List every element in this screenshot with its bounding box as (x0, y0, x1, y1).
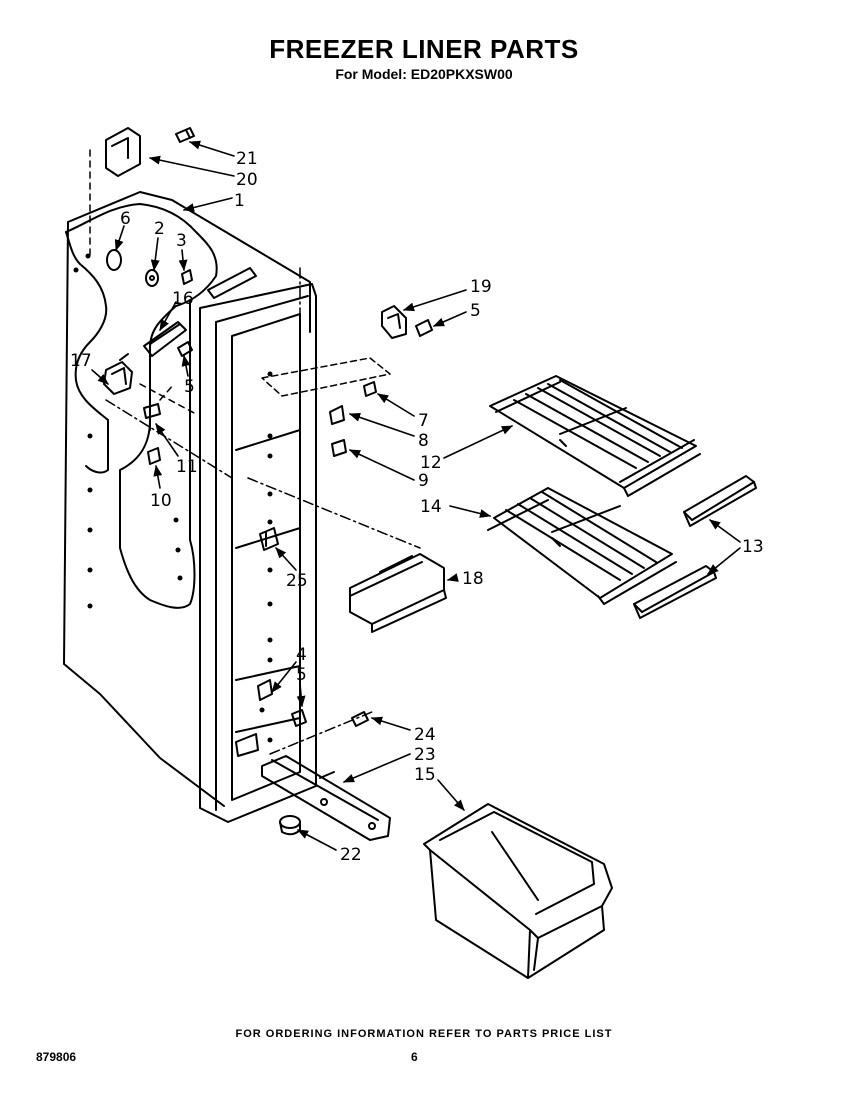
callout-3: 3 (176, 231, 187, 251)
callout-7: 7 (418, 411, 429, 431)
ordering-note: FOR ORDERING INFORMATION REFER TO PARTS … (235, 1028, 613, 1040)
callout-13: 13 (742, 537, 764, 557)
bumper-22 (279, 815, 301, 836)
screw-5-left (177, 341, 193, 357)
wire-shelf-14 (487, 487, 677, 605)
callout-1: 1 (234, 191, 245, 211)
clip-9 (331, 439, 347, 457)
bracket-19 (381, 305, 407, 339)
page-title: FREEZER LINER PARTS (269, 34, 579, 64)
clip-10 (147, 447, 161, 465)
shelf-rail-13-upper (683, 475, 757, 527)
callout-24: 24 (414, 725, 436, 745)
clip-3 (181, 269, 193, 285)
callout-21: 21 (236, 149, 258, 169)
screw-5-top (415, 319, 433, 337)
support-plate (261, 357, 391, 397)
clip-25 (259, 527, 279, 551)
page-number: 6 (411, 1050, 418, 1064)
freezer-liner (63, 191, 317, 823)
clip-11 (143, 403, 161, 431)
callout-4: 4 (296, 645, 307, 665)
callout-25: 25 (286, 571, 308, 591)
callout-18: 18 (462, 569, 484, 589)
freezer-basket-15 (423, 803, 613, 979)
callout-23: 23 (414, 745, 436, 765)
screw-21 (175, 127, 195, 143)
callout-17: 17 (70, 351, 92, 371)
callout-5b: 5 (470, 301, 481, 321)
clip-8 (329, 405, 345, 425)
callout-8: 8 (418, 431, 429, 451)
callout-labels: 21 20 1 6 2 3 16 17 5 11 10 25 4 5 19 5 … (70, 149, 764, 865)
rail-23 (261, 755, 391, 841)
clip-4 (257, 679, 273, 701)
callout-15: 15 (414, 765, 436, 785)
bracket-20 (89, 127, 141, 261)
callout-12: 12 (420, 453, 442, 473)
shelf-18 (349, 553, 447, 633)
wire-shelf-12 (489, 375, 701, 497)
document-number: 879806 (36, 1050, 77, 1064)
callout-16: 16 (172, 289, 194, 309)
screw-5-lower (291, 709, 307, 727)
drain-plug-6 (106, 249, 122, 271)
model-subtitle: For Model: ED20PKXSW00 (335, 66, 513, 82)
callout-9: 9 (418, 471, 429, 491)
shelf-rail-13-lower (633, 565, 717, 619)
callout-14: 14 (420, 497, 442, 517)
clip-7 (363, 381, 377, 397)
callout-leaders (91, 140, 741, 851)
callout-11: 11 (176, 457, 198, 477)
callout-5c: 5 (296, 665, 307, 685)
callout-6: 6 (120, 209, 131, 229)
cap-2 (145, 269, 159, 287)
callout-22: 22 (340, 845, 362, 865)
screw-24 (351, 711, 369, 727)
callout-10: 10 (150, 491, 172, 511)
callout-2: 2 (154, 219, 165, 239)
callout-20: 20 (236, 170, 258, 190)
callout-19: 19 (470, 277, 492, 297)
callout-5a: 5 (184, 377, 195, 397)
